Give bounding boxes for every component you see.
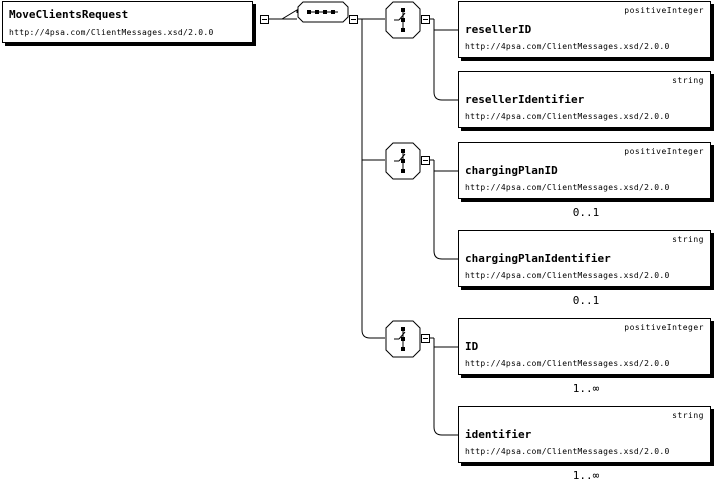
element-name: chargingPlanIdentifier (465, 252, 611, 265)
element-namespace: http://4psa.com/ClientMessages.xsd/2.0.0 (465, 447, 670, 456)
occurrence-label: 1..∞ (572, 469, 600, 482)
element-name: chargingPlanID (465, 164, 558, 177)
choice-collapse-toggle[interactable] (421, 334, 430, 343)
element-box-reseller-id[interactable]: positiveInteger resellerID http://4psa.c… (458, 1, 711, 58)
element-namespace: http://4psa.com/ClientMessages.xsd/2.0.0 (465, 359, 670, 368)
root-element-box[interactable]: MoveClientsRequest http://4psa.com/Clien… (2, 1, 253, 43)
occurrence-label: 0..1 (572, 294, 600, 307)
element-box-reseller-identifier[interactable]: string resellerIdentifier http://4psa.co… (458, 71, 711, 128)
element-name: resellerIdentifier (465, 93, 585, 106)
element-name: resellerID (465, 23, 532, 36)
choice-collapse-toggle[interactable] (421, 156, 430, 165)
element-box-charging-plan-id[interactable]: positiveInteger chargingPlanID http://4p… (458, 142, 711, 199)
root-collapse-toggle[interactable] (260, 15, 269, 24)
element-box-id[interactable]: positiveInteger ID http://4psa.com/Clien… (458, 318, 711, 375)
element-type: string (672, 76, 704, 85)
occurrence-label: 1..∞ (572, 382, 600, 395)
sequence-collapse-toggle[interactable] (349, 15, 358, 24)
element-type: positiveInteger (624, 323, 704, 332)
element-name: ID (465, 340, 479, 353)
choice-compositor-icon[interactable] (385, 320, 421, 358)
element-type: string (672, 411, 704, 420)
element-name: identifier (465, 428, 532, 441)
root-element-namespace: http://4psa.com/ClientMessages.xsd/2.0.0 (9, 28, 214, 37)
choice-collapse-toggle[interactable] (421, 15, 430, 24)
element-namespace: http://4psa.com/ClientMessages.xsd/2.0.0 (465, 183, 670, 192)
sequence-compositor-icon[interactable] (297, 1, 349, 23)
element-type: positiveInteger (624, 147, 704, 156)
choice-compositor-icon[interactable] (385, 142, 421, 180)
element-box-identifier[interactable]: string identifier http://4psa.com/Client… (458, 406, 711, 463)
root-element-name: MoveClientsRequest (9, 8, 129, 21)
occurrence-label: 0..1 (572, 206, 600, 219)
choice-compositor-icon[interactable] (385, 1, 421, 39)
element-type: string (672, 235, 704, 244)
element-namespace: http://4psa.com/ClientMessages.xsd/2.0.0 (465, 42, 670, 51)
element-namespace: http://4psa.com/ClientMessages.xsd/2.0.0 (465, 112, 670, 121)
element-namespace: http://4psa.com/ClientMessages.xsd/2.0.0 (465, 271, 670, 280)
element-type: positiveInteger (624, 6, 704, 15)
element-box-charging-plan-identifier[interactable]: string chargingPlanIdentifier http://4ps… (458, 230, 711, 287)
